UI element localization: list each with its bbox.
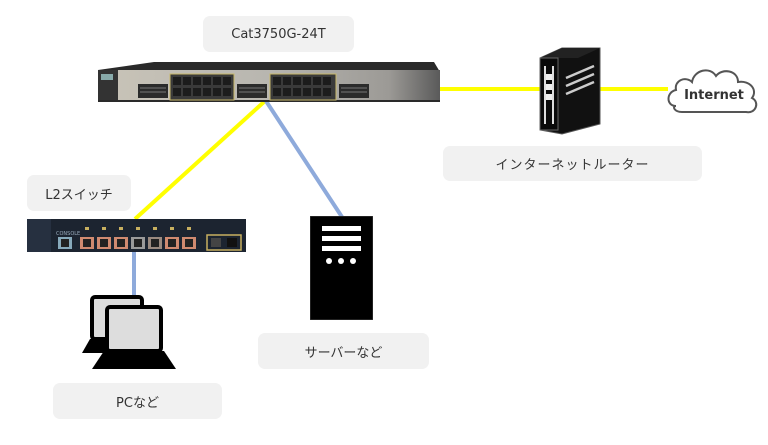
router-label: インターネットルーター xyxy=(443,146,702,181)
core-switch-icon[interactable] xyxy=(94,60,440,102)
internet-cloud[interactable]: Internet xyxy=(664,62,764,120)
core-switch-label: Cat3750G-24T xyxy=(203,16,354,52)
l2-switch-label: L2スイッチ xyxy=(27,175,131,211)
pc-label: PCなど xyxy=(53,383,222,419)
cloud-icon xyxy=(667,69,758,114)
link-core-to-server xyxy=(264,99,344,219)
server-label: サーバーなど xyxy=(258,333,429,369)
router-icon[interactable] xyxy=(532,46,606,138)
console-text: CONSOLE xyxy=(56,231,80,237)
link-core-to-l2switch xyxy=(133,99,267,221)
internet-label: Internet xyxy=(684,88,744,103)
l2-switch-icon[interactable]: CONSOLE xyxy=(27,219,246,252)
server-icon[interactable] xyxy=(310,216,373,320)
pc-icon[interactable] xyxy=(80,293,180,373)
